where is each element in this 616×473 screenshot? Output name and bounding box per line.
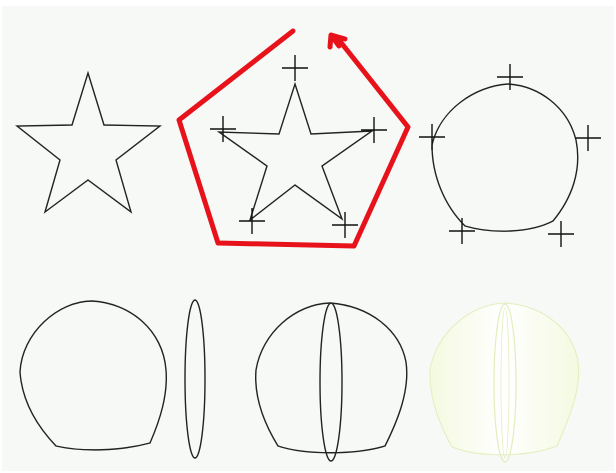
- faded-gradient-result: [430, 303, 579, 462]
